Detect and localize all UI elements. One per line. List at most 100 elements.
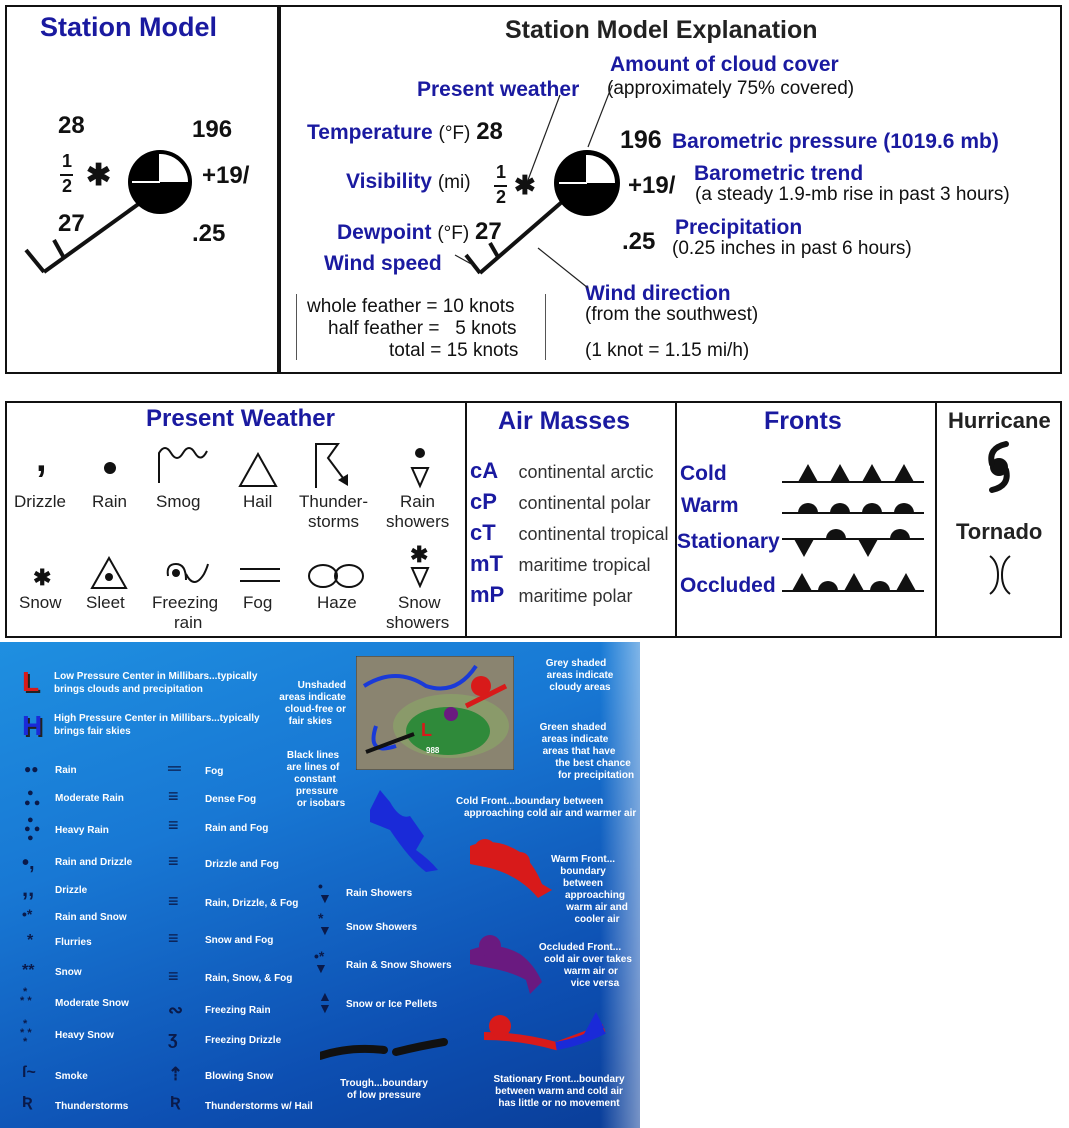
label-thunder: Thunder- — [299, 492, 368, 511]
moderate-snow-icon: ** * — [20, 986, 32, 1007]
high-pressure-icon: H — [22, 710, 43, 741]
legend-freezing-drizzle: Freezing Drizzle — [205, 1035, 282, 1046]
front-warm-label: Warm — [681, 494, 739, 517]
temperature-row: Temperature (°F) 28 — [307, 118, 503, 146]
label-haze: Haze — [317, 593, 357, 612]
rain-showers-icon — [410, 448, 430, 489]
precip-value: .25 — [622, 228, 656, 255]
precip-label: Precipitation — [675, 216, 803, 239]
fronts-icon — [782, 464, 924, 592]
low-pressure-icon: L — [22, 666, 40, 697]
warm-front-3: between — [562, 878, 603, 889]
drizzle-fog-icon: ≡ — [168, 851, 179, 871]
warm-front-2: boundary — [560, 866, 606, 877]
black-2: are lines of — [286, 762, 340, 773]
cloud-cover-note: (approximately 75% covered) — [607, 78, 855, 99]
thunderstorm-hail-icon: Ʀ — [170, 1094, 181, 1111]
legend-blowing-snow: Blowing Snow — [205, 1071, 274, 1082]
ex-snow-star: ✱ — [514, 170, 536, 200]
tornado-icon — [989, 555, 1011, 595]
warm-front-5: warm air and — [566, 902, 628, 913]
warm-front-4: approaching — [564, 890, 625, 901]
present-weather-title: Present Weather — [146, 405, 335, 432]
cloud-cover-label: Amount of cloud cover — [610, 53, 839, 76]
legend-drizzle-fog: Drizzle and Fog — [205, 859, 279, 870]
dewpoint-row: Dewpoint (°F) 27 — [337, 218, 502, 246]
feather-line-1: whole feather = 10 knots — [307, 296, 515, 317]
black-4: pressure — [295, 786, 339, 797]
cold-front-1: Cold Front...boundary between — [456, 796, 604, 807]
pressure-value: 196 — [620, 126, 662, 154]
smoke-icon: ſ~ — [22, 1064, 36, 1081]
blowing-snow-icon: ⇡ — [168, 1064, 184, 1084]
grey-1: Grey shaded — [545, 658, 607, 669]
green-2: areas indicate — [541, 734, 609, 745]
legend-heavy-snow: Heavy Snow — [55, 1030, 114, 1041]
legend-rain-snow-showers: Rain & Snow Showers — [346, 960, 452, 971]
haze-icon — [308, 564, 364, 588]
rain-snow-showers-icon: •*▼ — [314, 948, 328, 976]
rain-drizzle-fog-icon: ≡ — [168, 891, 179, 911]
legend-moderate-snow: Moderate Snow — [55, 998, 129, 1009]
black-1: Black lines — [286, 750, 340, 761]
label-snow-s: Snow — [398, 593, 441, 612]
air-mass-mt: mT maritime tropical — [470, 551, 669, 582]
front-cold-label: Cold — [680, 462, 727, 485]
snow-icon: ✱ — [33, 565, 52, 590]
visibility-unit: (mi) — [437, 172, 471, 193]
moderate-rain-icon: ●● ● — [24, 787, 41, 809]
cold-front-2: approaching cold air and warmer air — [464, 808, 637, 819]
dense-fog-icon: ≡ — [168, 786, 179, 806]
tornado-title: Tornado — [956, 519, 1043, 544]
front-stationary-label: Stationary — [677, 530, 780, 553]
dewpoint-value: 27 — [475, 218, 502, 245]
sm-vis-bar — [60, 174, 73, 176]
legend-moderate-rain: Moderate Rain — [55, 793, 124, 804]
snow-showers-icon: *▼ — [318, 910, 332, 938]
warm-front-6: cooler air — [574, 914, 620, 925]
label-freezing-rain: rain — [174, 613, 203, 632]
explanation-title: Station Model Explanation — [505, 16, 818, 44]
rain-icon — [104, 462, 116, 474]
air-mass-code: mP — [470, 582, 505, 607]
temp-value: 28 — [476, 118, 503, 145]
trend-value: +19/ — [628, 172, 676, 199]
air-mass-cp: cP continental polar — [470, 489, 669, 520]
legend-fog: Fog — [205, 766, 224, 777]
sm-trend: +19/ — [202, 162, 250, 189]
station-model-title: Station Model — [40, 12, 217, 42]
high-pressure-text-2: brings fair skies — [54, 726, 131, 737]
trough-2: of low pressure — [347, 1090, 421, 1101]
air-mass-name: maritime polar — [518, 586, 633, 606]
heavy-snow-icon: ** * * — [20, 1018, 32, 1048]
feather-line-2: half feather = 5 knots — [328, 318, 517, 339]
symbol-table — [5, 401, 1062, 638]
label-showers: showers — [386, 512, 450, 531]
legend-thunderstorms-hail: Thunderstorms w/ Hail — [205, 1101, 313, 1112]
air-mass-name: continental polar — [518, 493, 651, 513]
rain-snow-fog-icon: ≡ — [168, 966, 179, 986]
legend-rain-snow-fog: Rain, Snow, & Fog — [205, 973, 293, 984]
fog-icon-a — [240, 568, 280, 570]
dewpoint-label: Dewpoint — [337, 221, 432, 244]
stationary-3: has little or no movement — [498, 1098, 620, 1109]
legend-fronts-icon — [320, 790, 606, 1060]
unshaded-1: Unshaded — [297, 680, 346, 691]
unshaded-3: cloud-free or — [284, 704, 346, 715]
hail-icon — [238, 452, 278, 487]
legend-fade — [600, 642, 720, 1128]
ex-vis-num: 1 — [496, 162, 507, 182]
legend-rain-drizzle: Rain and Drizzle — [55, 857, 133, 868]
label-snow-showers: showers — [386, 613, 450, 632]
air-mass-code: mT — [470, 551, 503, 576]
high-pressure-text-1: High Pressure Center in Millibars...typi… — [54, 713, 260, 724]
explanation-panel — [279, 5, 1062, 374]
legend-thunderstorms: Thunderstorms — [55, 1101, 129, 1112]
air-mass-name: maritime tropical — [518, 555, 651, 575]
legend-rain-drizzle-fog: Rain, Drizzle, & Fog — [205, 898, 299, 909]
mini-weather-map-icon: L — [356, 656, 514, 770]
legend-rain-fog: Rain and Fog — [205, 823, 269, 834]
visibility-row: Visibility (mi) — [346, 170, 471, 194]
air-mass-code: cA — [470, 458, 499, 483]
label-freezing: Freezing — [152, 593, 219, 612]
